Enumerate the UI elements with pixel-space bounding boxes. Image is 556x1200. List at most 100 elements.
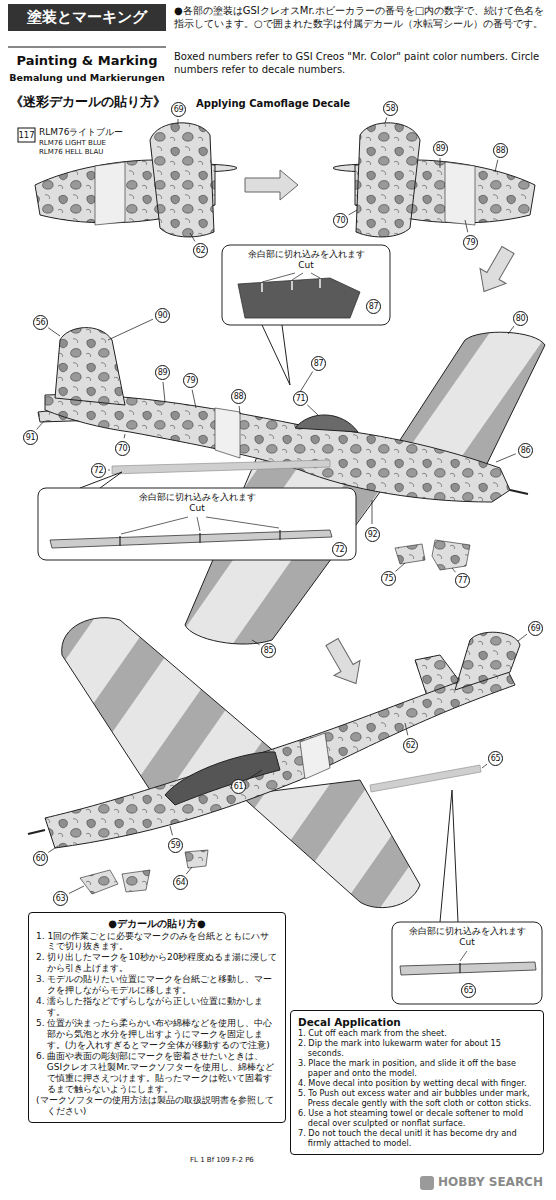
aircraft-lower-view [240,780,420,908]
callout-number: 69 [528,621,543,636]
leader-line [300,371,313,392]
tail-view-left [95,162,125,225]
box-heading: ●デカールの貼り方● [36,917,278,931]
cut-notch [120,530,460,973]
decal-cut-piece [50,530,332,548]
leader-line [482,764,487,768]
callout-number: 79 [183,373,198,388]
tail-view-right [356,123,420,237]
cut-label: Cut [42,503,352,514]
callout-number: 87 [366,299,381,314]
callout-number: 90 [155,308,170,323]
cut-instruction: 余白部に切れ込みを入れます [42,492,352,503]
tail-view-right [333,123,535,237]
callout-number: 65 [461,983,476,998]
callout-number: 80 [513,311,528,326]
callout-number: 72 [332,542,347,557]
paint-code: 117 [18,128,35,142]
instruction-step: 3. Place the mark in position, and slide… [298,1059,536,1079]
decal-cut-piece [238,278,360,318]
view-arrow [319,635,369,692]
leader-line [495,160,498,172]
leader-line [124,434,126,438]
leader-line [518,634,527,641]
callout-number: 62 [403,738,418,753]
leader-line [108,319,153,340]
cut-notch [291,281,292,290]
decal-cut-piece [50,278,536,975]
callout-number: 88 [231,389,246,404]
callout-number: 70 [333,213,348,228]
leader-line [37,421,44,429]
instruction-step: 3. モデルの貼りたい位置にマークを台紙ごと移動し、マークを押しながらモデルに移… [36,974,278,996]
aircraft-lower-view [45,665,515,848]
leader-line [239,406,241,414]
cut-leader [311,273,320,278]
instruction-step: 6. Use a hot steaming towel or decale so… [298,1109,536,1129]
callout-bubble [38,245,542,1004]
callout-bubble [440,790,458,922]
aircraft-upper-view [112,460,330,474]
aircraft-upper-view [395,544,425,564]
aircraft-lower-view [122,870,150,892]
callout-number: 58 [383,101,398,116]
instruction-step: 6. 曲面や表面の彫刻部にマークを密着させたいときは、GSIクレオス社製Mr.マ… [36,1051,278,1095]
instruction-step: 5. To Push out excess water and air bubb… [298,1089,536,1109]
instruction-box: Decal Application1. Cut off each mark fr… [290,1010,544,1155]
subheading: 《迷彩デカールの貼り方》 [10,94,195,110]
aircraft-lower-view [185,850,208,868]
color-name: RLM76 HELL BLAU [39,148,159,157]
instruction-step: 1. 1回の作業ごとに必要なマークのみを台紙とともにハサミで切り抜きます。 [36,931,278,953]
view-arrow [245,170,298,200]
leader-line [440,158,441,168]
callout-number: 75 [381,571,396,586]
leader-line [69,886,84,894]
header-rule [8,47,166,48]
aircraft-lower-view [28,830,45,834]
view-arrow [245,170,298,200]
leader-line [190,233,195,241]
leader-line [405,723,408,735]
leader-line [178,119,179,124]
tail-view-right [445,162,475,225]
callout-number: 87 [311,356,326,371]
cut-leader [292,273,303,280]
aircraft-lower-view [455,632,520,690]
callout-number: 60 [33,851,48,866]
leader-line [252,640,260,645]
callout-bubble [392,922,542,1004]
aircraft-upper-view [432,540,470,570]
paint-swatch-box [18,128,35,142]
leader-line [496,454,516,462]
leader-line [186,867,192,874]
aircraft-upper-view [38,328,545,644]
heading-de: Bemalung und Markierungen [8,72,166,84]
cut-notch [459,963,460,973]
instruction-step: 1. Cut off each mark from the sheet. [298,1029,536,1039]
aircraft-upper-view [295,415,358,432]
header-rule [8,47,166,48]
watermark-logo [420,1176,434,1190]
aircraft-lower-view [300,733,330,779]
callout-number: 77 [455,573,470,588]
cut-notch [279,530,280,540]
view-arrow [471,243,521,300]
paint-swatch-box [18,128,35,142]
aircraft-lower-view [80,870,118,894]
callout-number: 89 [155,365,170,380]
cut-callout-bubble: 余白部に切れ込みを入れますCut [222,245,390,325]
paint-note: ●各部の塗装はGSIクレオスMr.ホビーカラーの番号を□内の数字で、続けて色名を… [174,4,550,30]
cut-notch [119,536,120,546]
cut-instruction: 余白部に切れ込みを入れます [396,926,538,937]
instruction-step: (マークソフターの使用方法は製品の取扱説明書を参照してください) [36,1095,278,1117]
cut-leader [460,951,467,961]
callout-number: 62 [193,243,208,258]
callout-number: 65 [488,751,503,766]
callout-number: 91 [23,430,38,445]
cut-leader [121,517,188,534]
callout-number: 72 [91,463,106,478]
callout-bubble [38,488,356,560]
cut-notch [319,279,320,288]
leader-line [372,500,373,524]
leader-line [170,826,172,835]
